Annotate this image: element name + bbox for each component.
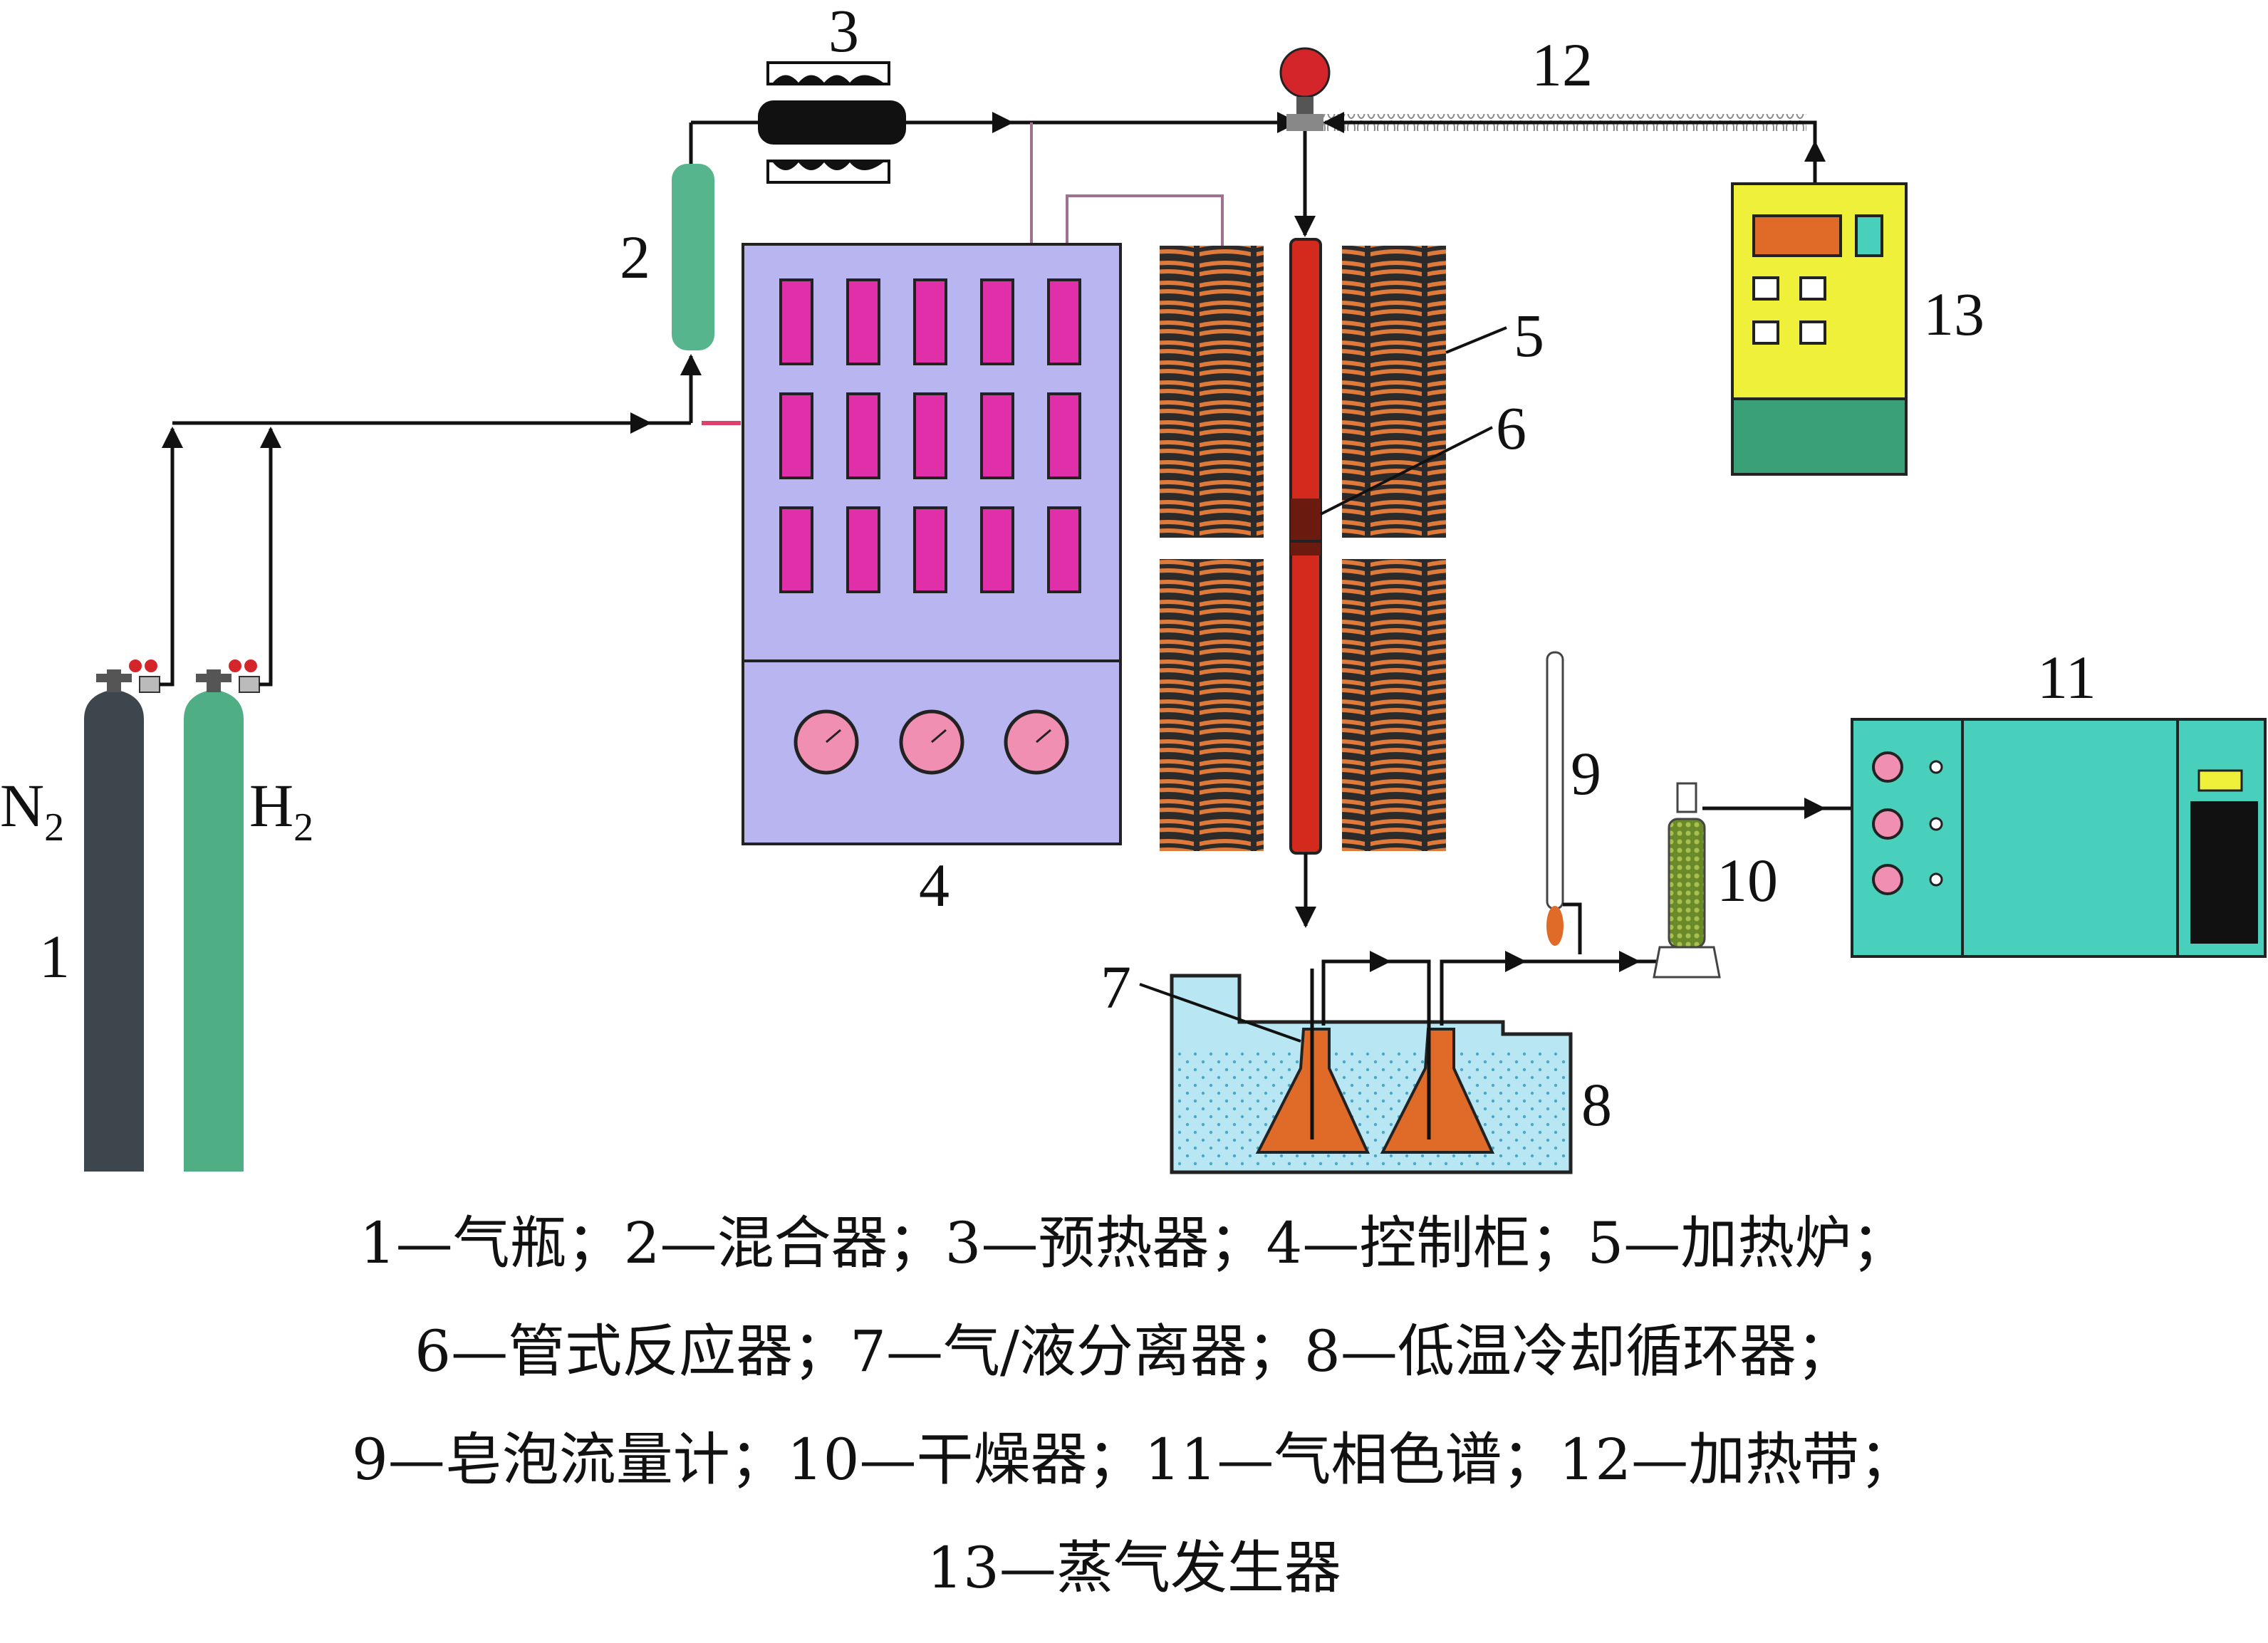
label-h2-gas: H2 xyxy=(249,771,313,850)
label-13: 13 xyxy=(1923,280,1984,348)
label-7: 7 xyxy=(1101,953,1131,1021)
product-lines xyxy=(1310,798,1853,1139)
gas-cylinder-n2 xyxy=(84,659,160,1172)
soap-film-flowmeter xyxy=(1546,651,1582,954)
dryer xyxy=(1653,782,1721,979)
label-n2-gas: N2 xyxy=(0,771,64,850)
control-cabinet xyxy=(742,243,1122,845)
preheater xyxy=(758,61,906,184)
label-11: 11 xyxy=(2037,643,2096,711)
label-10: 10 xyxy=(1717,846,1778,914)
figure-caption: 1—气瓶；2—混合器；3—预热器；4—控制柜；5—加热炉； 6—管式反应器；7—… xyxy=(0,1189,2268,1622)
caption-line-3: 9—皂泡流量计；10—干燥器；11—气相色谱；12—加热带； xyxy=(351,1426,1917,1493)
label-5: 5 xyxy=(1514,301,1544,370)
caption-line-1: 1—气瓶；2—混合器；3—预热器；4—控制柜；5—加热炉； xyxy=(359,1210,1909,1276)
label-12: 12 xyxy=(1531,31,1593,99)
diagram-labels: 1 2 3 4 5 6 7 8 9 10 11 12 13 N2 H2 xyxy=(0,0,2096,1139)
label-3: 3 xyxy=(828,0,859,65)
label-9: 9 xyxy=(1571,739,1601,808)
gas-cylinder-h2 xyxy=(184,659,260,1172)
caption-line-4: 13—蒸气发生器 xyxy=(927,1535,1341,1601)
heating-furnace xyxy=(1160,246,1446,851)
heating-tape xyxy=(1322,112,1826,187)
reactor-system-diagram: 1 2 3 4 5 6 7 8 9 10 11 12 13 N2 H2 xyxy=(0,0,2267,1174)
gas-chromatograph xyxy=(1851,718,2267,958)
label-2: 2 xyxy=(620,223,650,291)
label-h2-sub: 2 xyxy=(293,805,313,850)
label-h2-main: H xyxy=(249,771,293,840)
label-6: 6 xyxy=(1496,394,1526,462)
steam-generator xyxy=(1731,182,1908,476)
caption-line-2: 6—管式反应器；7—气/液分离器；8—低温冷却循环器； xyxy=(415,1318,1853,1384)
leader-lines xyxy=(1320,326,1507,516)
cylinder-valve-icon xyxy=(129,659,142,672)
feed-valve xyxy=(1279,47,1331,131)
tube-reactor xyxy=(1289,131,1322,928)
gauge-icon xyxy=(794,709,1069,775)
label-8: 8 xyxy=(1581,1070,1612,1139)
label-1: 1 xyxy=(39,922,70,991)
gas-feed-lines xyxy=(160,112,1299,687)
mixer xyxy=(672,164,714,350)
label-4: 4 xyxy=(919,851,950,919)
control-wires xyxy=(1030,122,1224,246)
label-n2-sub: 2 xyxy=(44,805,64,850)
label-n2-main: N xyxy=(0,771,44,840)
cooling-bath xyxy=(1170,974,1573,1174)
